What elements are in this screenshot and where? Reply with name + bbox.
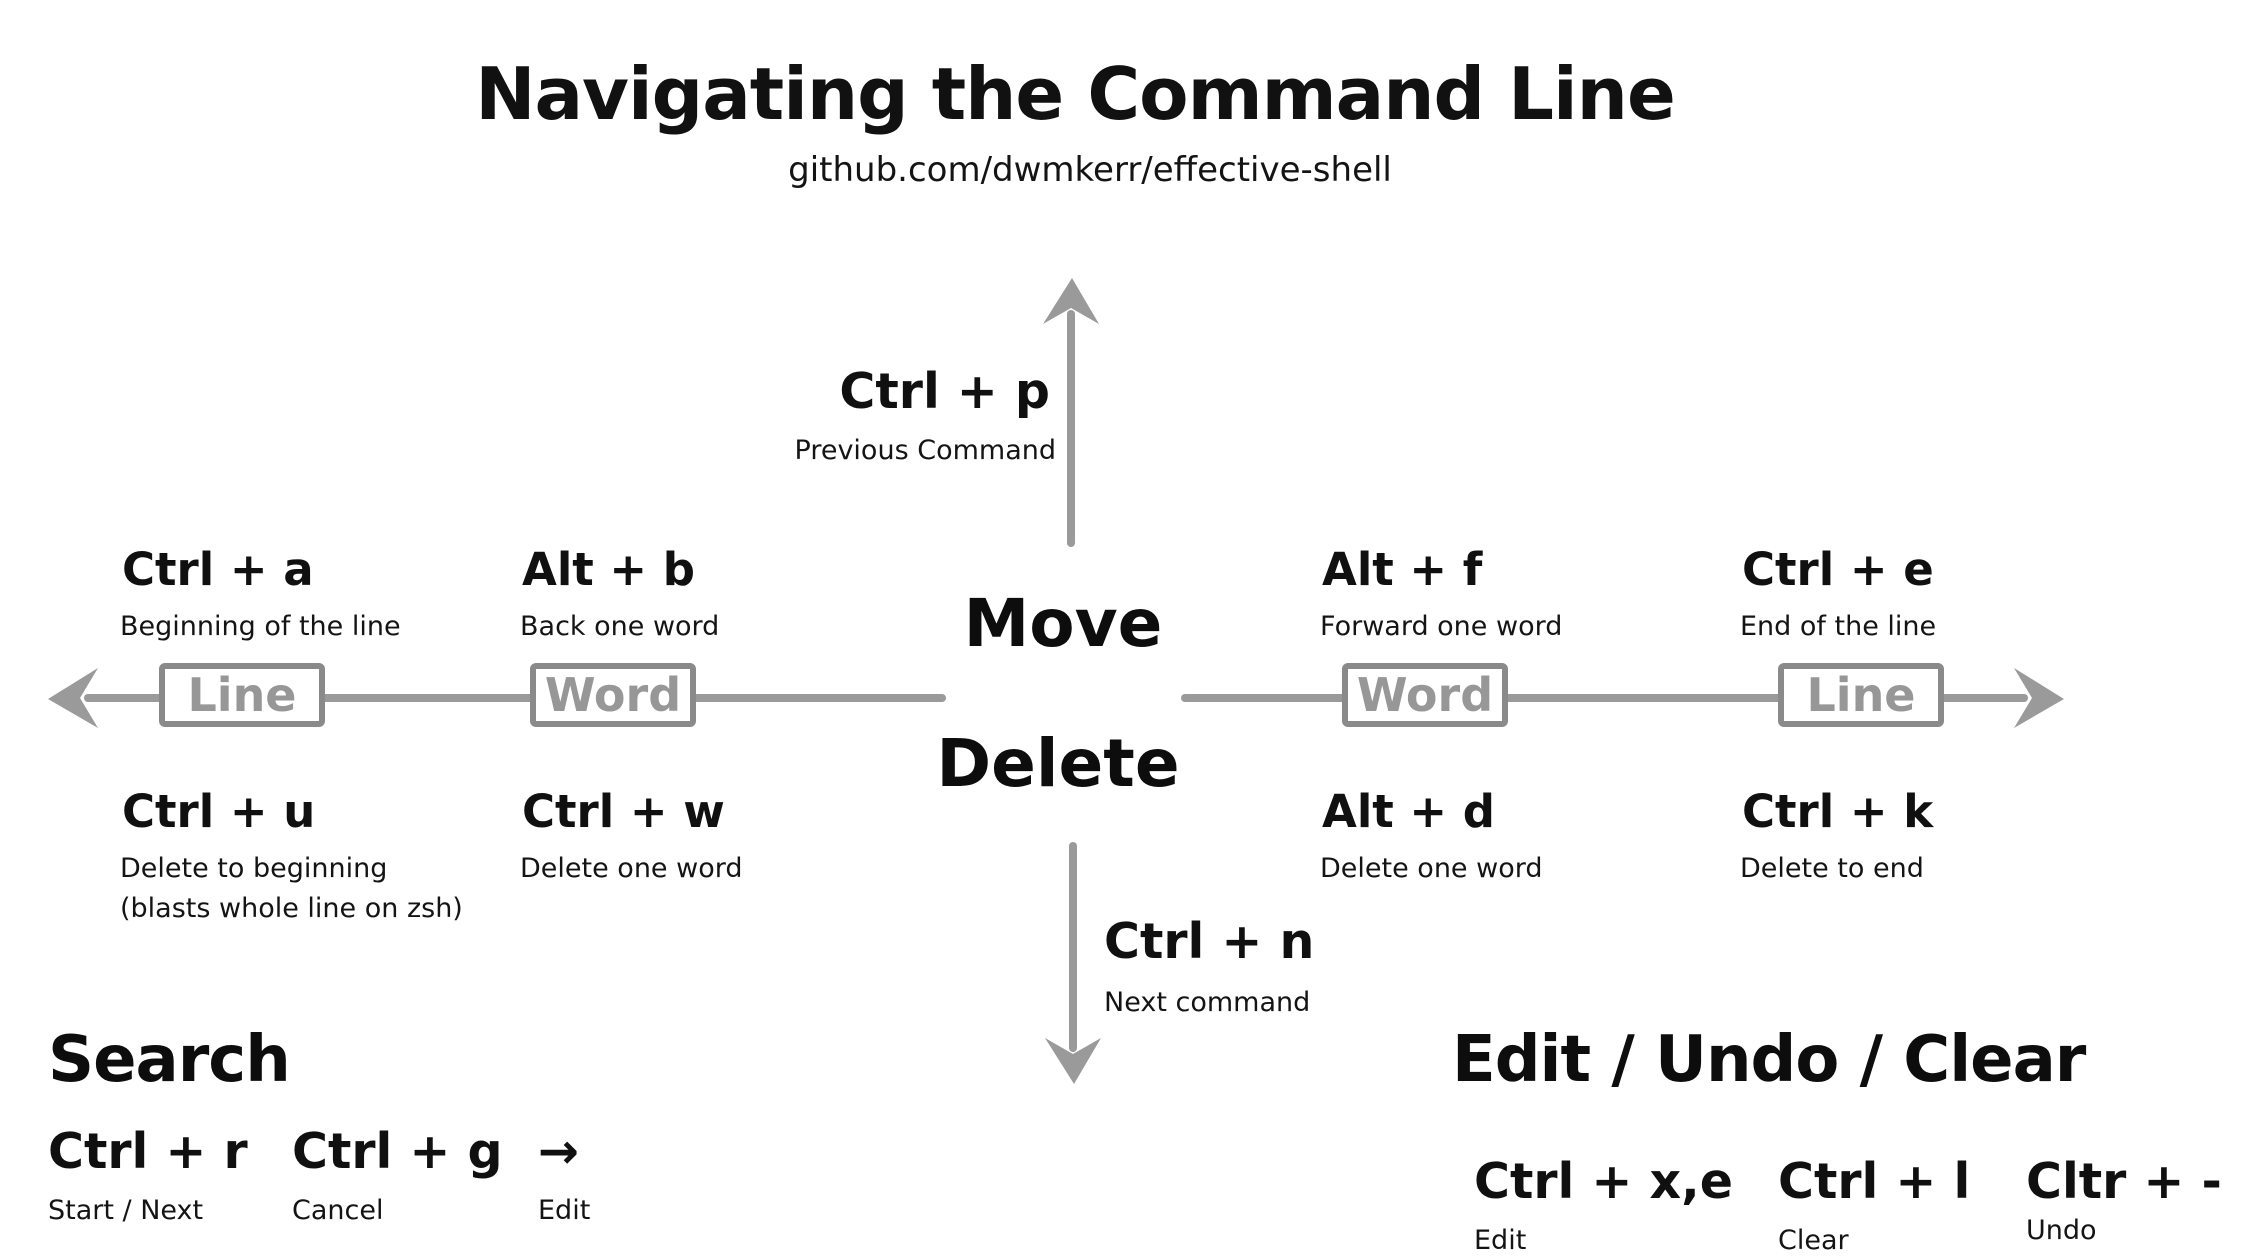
shortcut-alt-b-desc: Back one word: [520, 611, 720, 642]
line-box-left: Line: [159, 663, 325, 727]
shortcut-cltr-minus: Cltr + -: [2026, 1153, 2222, 1210]
shortcut-alt-b: Alt + b: [522, 543, 696, 596]
shortcut-ctrl-r-desc: Start / Next: [48, 1195, 204, 1226]
shortcut-ctrl-u: Ctrl + u: [122, 785, 316, 838]
shortcut-right-arrow-key-desc: Edit: [538, 1195, 591, 1226]
up-arrow-icon: [1043, 278, 1099, 547]
shortcut-alt-d-desc: Delete one word: [1320, 853, 1543, 884]
shortcut-ctrl-k-desc: Delete to end: [1740, 853, 1924, 884]
shortcut-ctrl-e: Ctrl + e: [1742, 543, 1934, 596]
shortcut-ctrl-xe-desc: Edit: [1474, 1225, 1527, 1256]
delete-label: Delete: [936, 725, 1180, 802]
shortcut-ctrl-p-desc: Previous Command: [794, 435, 1056, 466]
shortcut-ctrl-l-desc: Clear: [1778, 1225, 1849, 1256]
shortcut-ctrl-u-desc2: (blasts whole line on zsh): [120, 893, 463, 924]
page-subtitle: github.com/dwmkerr/effective-shell: [788, 150, 1392, 190]
shortcut-ctrl-r: Ctrl + r: [48, 1123, 248, 1180]
shortcut-alt-f-desc: Forward one word: [1320, 611, 1563, 642]
edit-undo-clear-heading: Edit / Undo / Clear: [1452, 1023, 2086, 1097]
search-heading: Search: [48, 1023, 291, 1097]
word-box-left: Word: [530, 663, 696, 727]
shortcut-ctrl-g: Ctrl + g: [292, 1123, 503, 1180]
shortcut-alt-d: Alt + d: [1322, 785, 1496, 838]
shortcut-ctrl-n: Ctrl + n: [1104, 913, 1315, 970]
shortcut-ctrl-e-desc: End of the line: [1740, 611, 1937, 642]
shortcut-ctrl-w: Ctrl + w: [522, 785, 725, 838]
shortcut-ctrl-k: Ctrl + k: [1742, 785, 1934, 838]
shortcut-ctrl-xe: Ctrl + x,e: [1474, 1153, 1733, 1210]
shortcut-right-arrow-key: →: [538, 1123, 580, 1180]
shortcut-ctrl-a: Ctrl + a: [122, 543, 314, 596]
shortcut-ctrl-l: Ctrl + l: [1778, 1153, 1971, 1210]
down-arrow-icon: [1045, 842, 1101, 1084]
page-title: Navigating the Command Line: [475, 52, 1676, 136]
word-box-right: Word: [1342, 663, 1508, 727]
shortcut-alt-f: Alt + f: [1322, 543, 1483, 596]
move-label: Move: [963, 585, 1163, 662]
shortcut-cltr-minus-desc: Undo: [2026, 1215, 2097, 1246]
line-box-right: Line: [1778, 663, 1944, 727]
shortcut-ctrl-n-desc: Next command: [1104, 987, 1311, 1018]
shortcut-ctrl-p: Ctrl + p: [839, 363, 1050, 420]
shortcut-ctrl-w-desc: Delete one word: [520, 853, 743, 884]
shortcut-ctrl-u-desc: Delete to beginning: [120, 853, 388, 884]
shortcut-ctrl-a-desc: Beginning of the line: [120, 611, 401, 642]
shortcut-ctrl-g-desc: Cancel: [292, 1195, 384, 1226]
